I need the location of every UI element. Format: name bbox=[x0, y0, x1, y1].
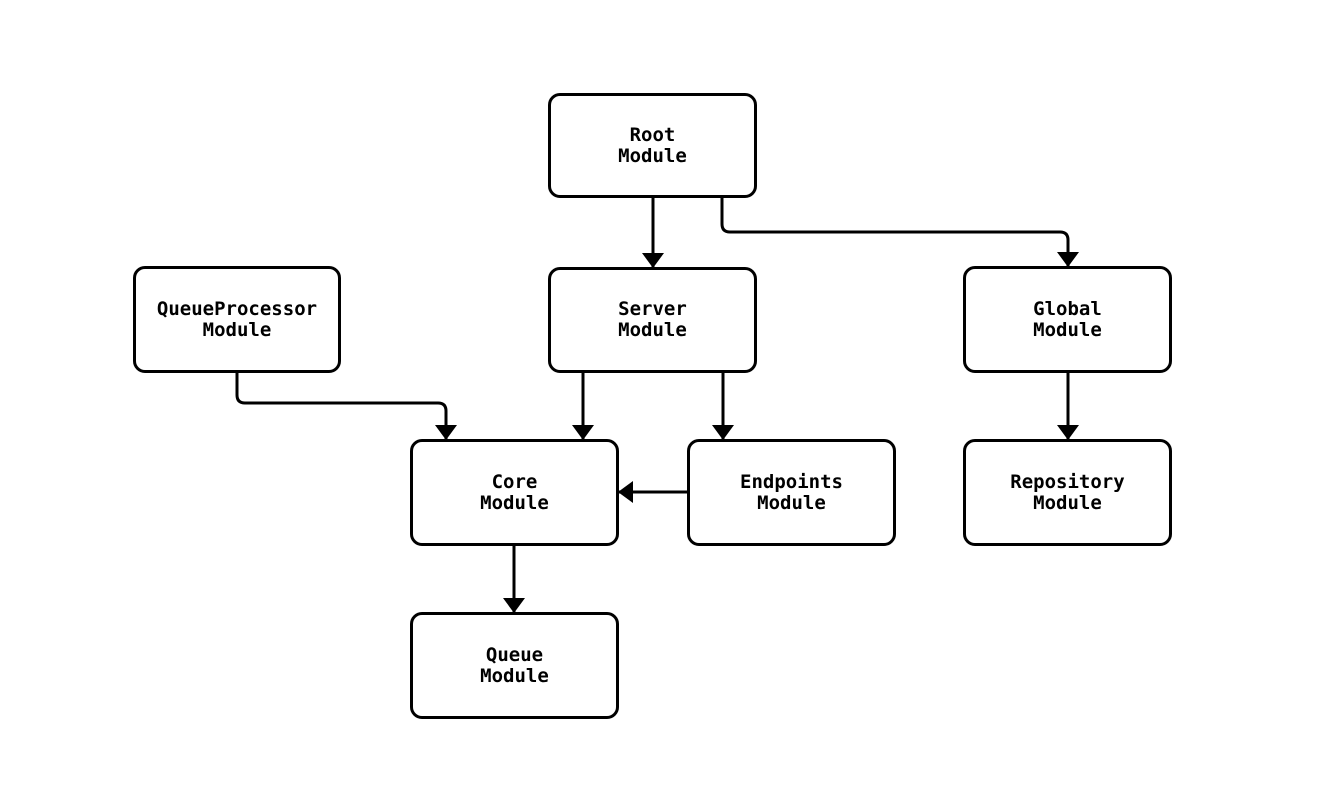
node-endpoints-module-label: Endpoints Module bbox=[740, 470, 843, 514]
node-global-module: Global Module bbox=[963, 266, 1172, 373]
node-root-module: Root Module bbox=[548, 93, 757, 198]
node-server-module-label: Server Module bbox=[618, 298, 687, 341]
edge-queueprocessor-to-core bbox=[235, 373, 457, 440]
node-queue-module: Queue Module bbox=[410, 612, 619, 719]
node-repository-module: Repository Module bbox=[963, 439, 1172, 546]
node-server-module: Server Module bbox=[548, 267, 757, 373]
node-queueprocessor-module-label: QueueProcessor Module bbox=[156, 297, 318, 341]
node-queueprocessor-module: QueueProcessor Module bbox=[133, 266, 341, 373]
node-core-module: Core Module bbox=[410, 439, 619, 546]
node-core-module-label: Core Module bbox=[480, 470, 549, 514]
node-repository-module-label: Repository Module bbox=[1010, 470, 1125, 514]
node-endpoints-module: Endpoints Module bbox=[687, 439, 896, 546]
node-root-module-label: Root Module bbox=[618, 123, 687, 167]
node-global-module-label: Global Module bbox=[1033, 297, 1102, 341]
edge-root-to-global bbox=[720, 198, 1079, 267]
node-queue-module-label: Queue Module bbox=[480, 643, 549, 687]
